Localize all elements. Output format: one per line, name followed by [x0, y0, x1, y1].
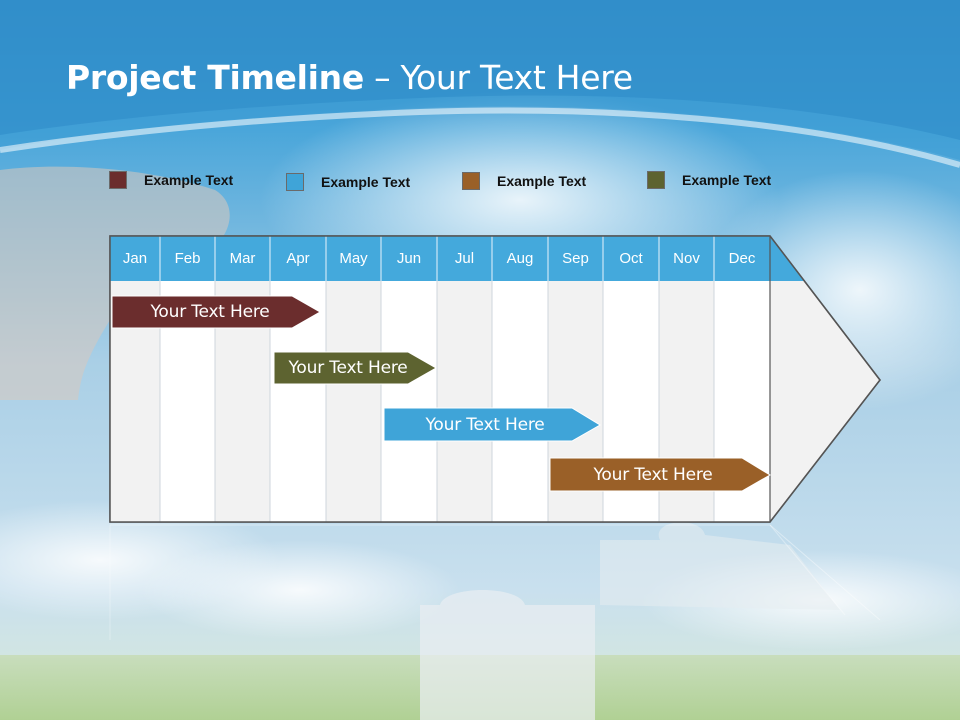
task-arrow-1 — [111, 295, 322, 329]
title-bold-part: Project Timeline — [66, 58, 364, 97]
month-label-jan: Jan — [122, 250, 148, 267]
task-arrow-2 — [273, 351, 438, 385]
month-label-oct: Oct — [619, 250, 643, 267]
month-column-8 — [492, 281, 548, 522]
legend-label-4: Example Text — [682, 172, 772, 188]
task-arrow-4 — [549, 457, 771, 492]
legend-item-1: Example Text — [109, 171, 233, 189]
month-column-7 — [437, 281, 492, 522]
title-subtitle-part: – Your Text Here — [363, 58, 633, 97]
month-label-may: May — [339, 250, 368, 267]
legend-label-3: Example Text — [497, 173, 587, 189]
legend-label-1: Example Text — [144, 172, 234, 188]
legend-swatch-1 — [109, 171, 127, 189]
month-label-apr: Apr — [286, 250, 310, 267]
month-column-5 — [326, 281, 381, 522]
month-label-nov: Nov — [673, 250, 700, 267]
month-header-band — [110, 236, 804, 281]
legend-item-4: Example Text — [647, 171, 771, 189]
month-label-jul: Jul — [454, 250, 475, 267]
month-label-feb: Feb — [174, 250, 201, 267]
task-label-2: Your Text Here — [288, 358, 408, 378]
legend-swatch-4 — [647, 171, 665, 189]
month-column-6 — [381, 281, 437, 522]
month-label-sep: Sep — [562, 250, 589, 267]
legend-swatch-3 — [462, 172, 480, 190]
legend-swatch-2 — [286, 173, 304, 191]
legend-item-3: Example Text — [462, 172, 586, 190]
task-label-4: Your Text Here — [593, 465, 713, 485]
task-label-1: Your Text Here — [150, 302, 270, 322]
page-title: Project Timeline – Your Text Here — [66, 58, 633, 97]
legend-item-2: Example Text — [286, 173, 410, 191]
task-arrow-3 — [383, 407, 601, 442]
month-label-mar: Mar — [229, 250, 256, 267]
month-label-jun: Jun — [396, 250, 422, 267]
legend-label-2: Example Text — [321, 174, 411, 190]
month-label-dec: Dec — [728, 250, 756, 267]
task-label-3: Your Text Here — [425, 415, 545, 435]
month-label-aug: Aug — [506, 250, 534, 267]
